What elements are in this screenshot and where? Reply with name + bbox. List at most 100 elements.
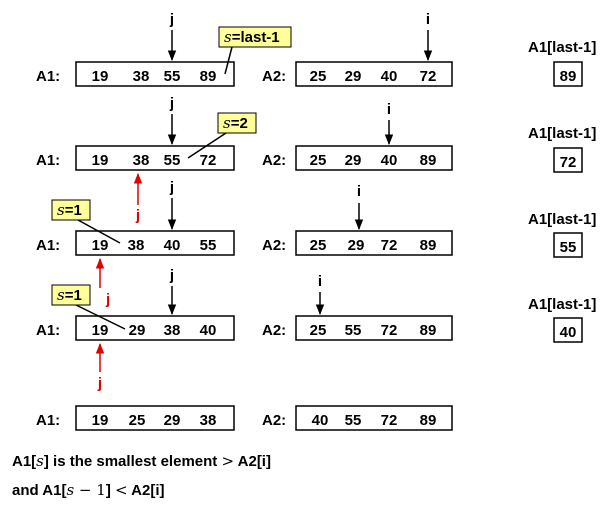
step-row-4: A1: 19 29 38 40 A2: 25 55 72 89 j i s=1 … [36,267,596,392]
a1-cell: 40 [164,237,181,254]
a2-cell: 25 [310,322,327,339]
a1-cell: 55 [164,152,181,169]
a2-cell: 40 [381,68,398,85]
side-value-box [553,317,583,343]
side-value: 40 [560,324,577,341]
a2-cell: 40 [312,412,329,429]
a2-cell: 40 [381,152,398,169]
a2-cell: 72 [381,322,398,339]
side-value-box [553,147,583,173]
red-j-label: j [97,375,102,392]
i-pointer-label: i [357,183,361,200]
a1-label: A1: [36,68,60,85]
side-value: 55 [560,239,577,256]
a1-cell: 38 [133,68,150,85]
a2-array-box [295,61,453,87]
a1-cell: 25 [129,412,146,429]
a1-array-box [75,145,235,171]
a1-array-box [75,315,235,341]
step-row-2: A1: 19 38 55 72 A2: 25 29 40 89 j i s=2 … [36,95,596,224]
s-callout-pointer [187,132,227,159]
j-pointer-label: j [169,11,174,28]
a1-cell: 89 [200,68,217,85]
a1-cell: 38 [128,237,145,254]
step-row-1: A1: 19 38 55 89 A2: 25 29 40 72 j i s=la… [36,11,596,87]
note-line-2: and A1[s − 1] < A2[i] [12,481,165,499]
a1-cell: 38 [164,322,181,339]
a1-cell: 38 [133,152,150,169]
i-pointer-label: i [387,101,391,118]
s-callout-label: s=2 [223,114,248,132]
a1-cell: 40 [200,322,217,339]
a1-array-box [75,61,235,87]
s-callout-pointer [77,219,121,244]
a2-cell: 55 [345,412,362,429]
s-callout-pointer [224,46,233,75]
a2-cell: 72 [420,68,437,85]
a1-label: A1: [36,152,60,169]
a2-cell: 29 [345,152,362,169]
side-label: A1[last-1] [528,125,596,142]
s-callout-pointer [75,304,126,330]
note-line-1: A1[s] is the smallest element > A2[i] [12,452,271,470]
a1-array-box [75,405,235,431]
j-pointer-label: j [169,179,174,196]
a1-cell: 29 [164,412,181,429]
a2-cell: 25 [310,68,327,85]
a2-label: A2: [262,68,286,85]
red-j-label: j [105,291,110,308]
a2-label: A2: [262,152,286,169]
a2-cell: 25 [310,237,327,254]
side-label: A1[last-1] [528,39,596,56]
step-row-5: A1: 19 25 29 38 A2: 40 55 72 89 [36,405,453,431]
a1-cell: 38 [200,412,217,429]
s-callout-box [217,112,257,134]
a1-cell: 19 [92,152,109,169]
step-row-3: A1: 19 38 40 55 A2: 25 29 72 89 j i s=1 … [36,179,596,308]
red-j-label: j [135,207,140,224]
a1-cell: 19 [92,68,109,85]
side-value-box [553,61,583,87]
a2-cell: 29 [348,237,365,254]
a1-cell: 19 [92,237,109,254]
a2-array-box [295,405,453,431]
side-label: A1[last-1] [528,296,596,313]
a2-label: A2: [262,322,286,339]
a2-cell: 89 [420,322,437,339]
a2-array-box [295,145,453,171]
a2-cell: 25 [310,152,327,169]
a1-label: A1: [36,412,60,429]
a1-cell: 29 [129,322,146,339]
a2-cell: 72 [381,412,398,429]
s-callout-box [51,199,91,221]
a2-cell: 89 [420,237,437,254]
s-callout-label: s=last-1 [224,28,280,46]
s-callout-box [218,26,292,48]
a1-cell: 55 [200,237,217,254]
s-callout-label: s=1 [57,286,82,304]
a2-cell: 89 [420,412,437,429]
j-pointer-label: j [169,267,174,284]
s-callout-label: s=1 [57,201,82,219]
side-value-box [553,232,583,258]
side-label: A1[last-1] [528,211,596,228]
j-pointer-label: j [169,95,174,112]
a1-cell: 55 [164,68,181,85]
a1-cell: 19 [92,322,109,339]
a1-cell: 19 [92,412,109,429]
a1-label: A1: [36,237,60,254]
a1-array-box [75,230,235,256]
a1-label: A1: [36,322,60,339]
side-value: 72 [560,154,577,171]
a2-cell: 72 [381,237,398,254]
a2-array-box [295,315,453,341]
s-callout-box [51,284,91,306]
a2-cell: 55 [345,322,362,339]
i-pointer-label: i [318,273,322,290]
a2-label: A2: [262,237,286,254]
a1-cell: 72 [200,152,217,169]
side-value: 89 [560,68,577,85]
a2-array-box [295,230,453,256]
a2-cell: 29 [345,68,362,85]
